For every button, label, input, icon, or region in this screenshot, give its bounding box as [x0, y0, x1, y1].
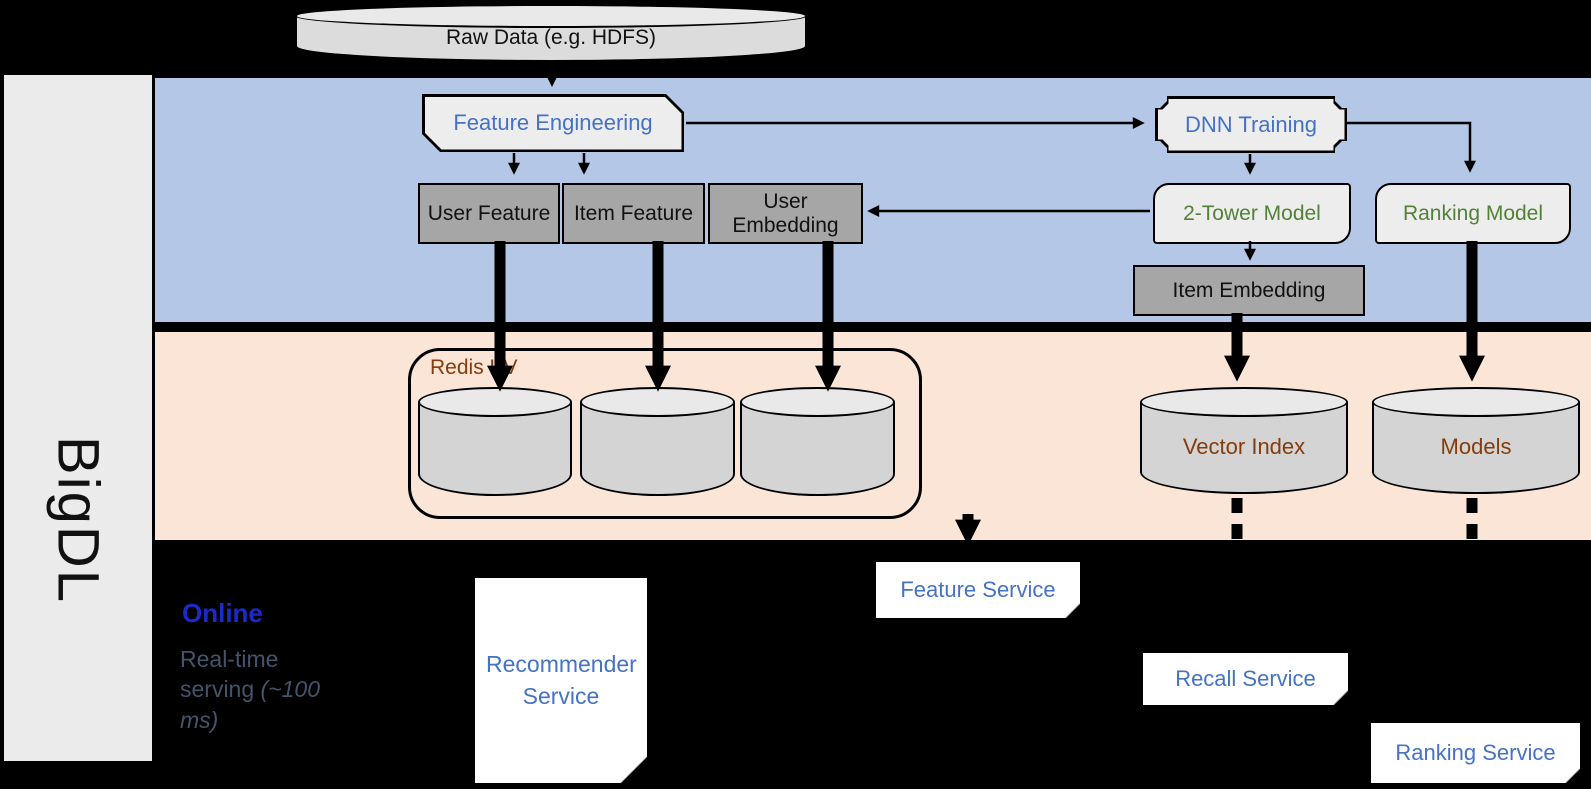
feature-engineering-label: Feature Engineering — [425, 97, 682, 150]
redis-cylinder-1 — [418, 387, 572, 496]
vector-index-label: Vector Index — [1182, 434, 1306, 459]
models-label: Models — [1440, 434, 1512, 459]
user-embedding-box: User Embedding — [708, 183, 863, 244]
two-tower-model-box: 2-Tower Model — [1153, 183, 1351, 244]
bigdl-sidebar: BigDL — [4, 75, 152, 761]
feature-service-box: Feature Service — [876, 562, 1080, 618]
item-feature-box: Item Feature — [562, 183, 705, 244]
online-subtitle-text: Real-time serving — [180, 646, 279, 703]
user-feature-box: User Feature — [418, 183, 560, 244]
recommender-service-doc: Recommender Service — [475, 578, 647, 783]
recall-service-box: Recall Service — [1143, 653, 1348, 705]
item-embedding-box: Item Embedding — [1133, 265, 1365, 316]
dnn-training-box: DNN Training — [1155, 96, 1347, 153]
ranking-service-box: Ranking Service — [1371, 723, 1580, 783]
dnn-training-label: DNN Training — [1158, 99, 1345, 151]
recommender-service-label: Recommender Service — [486, 651, 637, 709]
feature-engineering-box: Feature Engineering — [422, 94, 684, 152]
redis-kv-container — [408, 348, 922, 519]
models-cylinder: Models — [1372, 387, 1580, 494]
ranking-model-box: Ranking Model — [1375, 183, 1571, 244]
online-title: Online — [182, 598, 263, 628]
vector-index-cylinder: Vector Index — [1140, 387, 1348, 494]
raw-data-cylinder: Raw Data (e.g. HDFS) — [295, 4, 807, 62]
raw-data-label: Raw Data (e.g. HDFS) — [445, 26, 657, 49]
online-subtitle: Real-time serving (~100 ms) — [180, 644, 340, 735]
redis-kv-label: Redis KV — [430, 356, 518, 379]
online-subtitle-note: (~100 ms) — [180, 676, 321, 733]
redis-cylinder-3 — [740, 387, 895, 496]
redis-cylinder-2 — [580, 387, 735, 496]
bigdl-label: BigDL — [45, 436, 111, 604]
